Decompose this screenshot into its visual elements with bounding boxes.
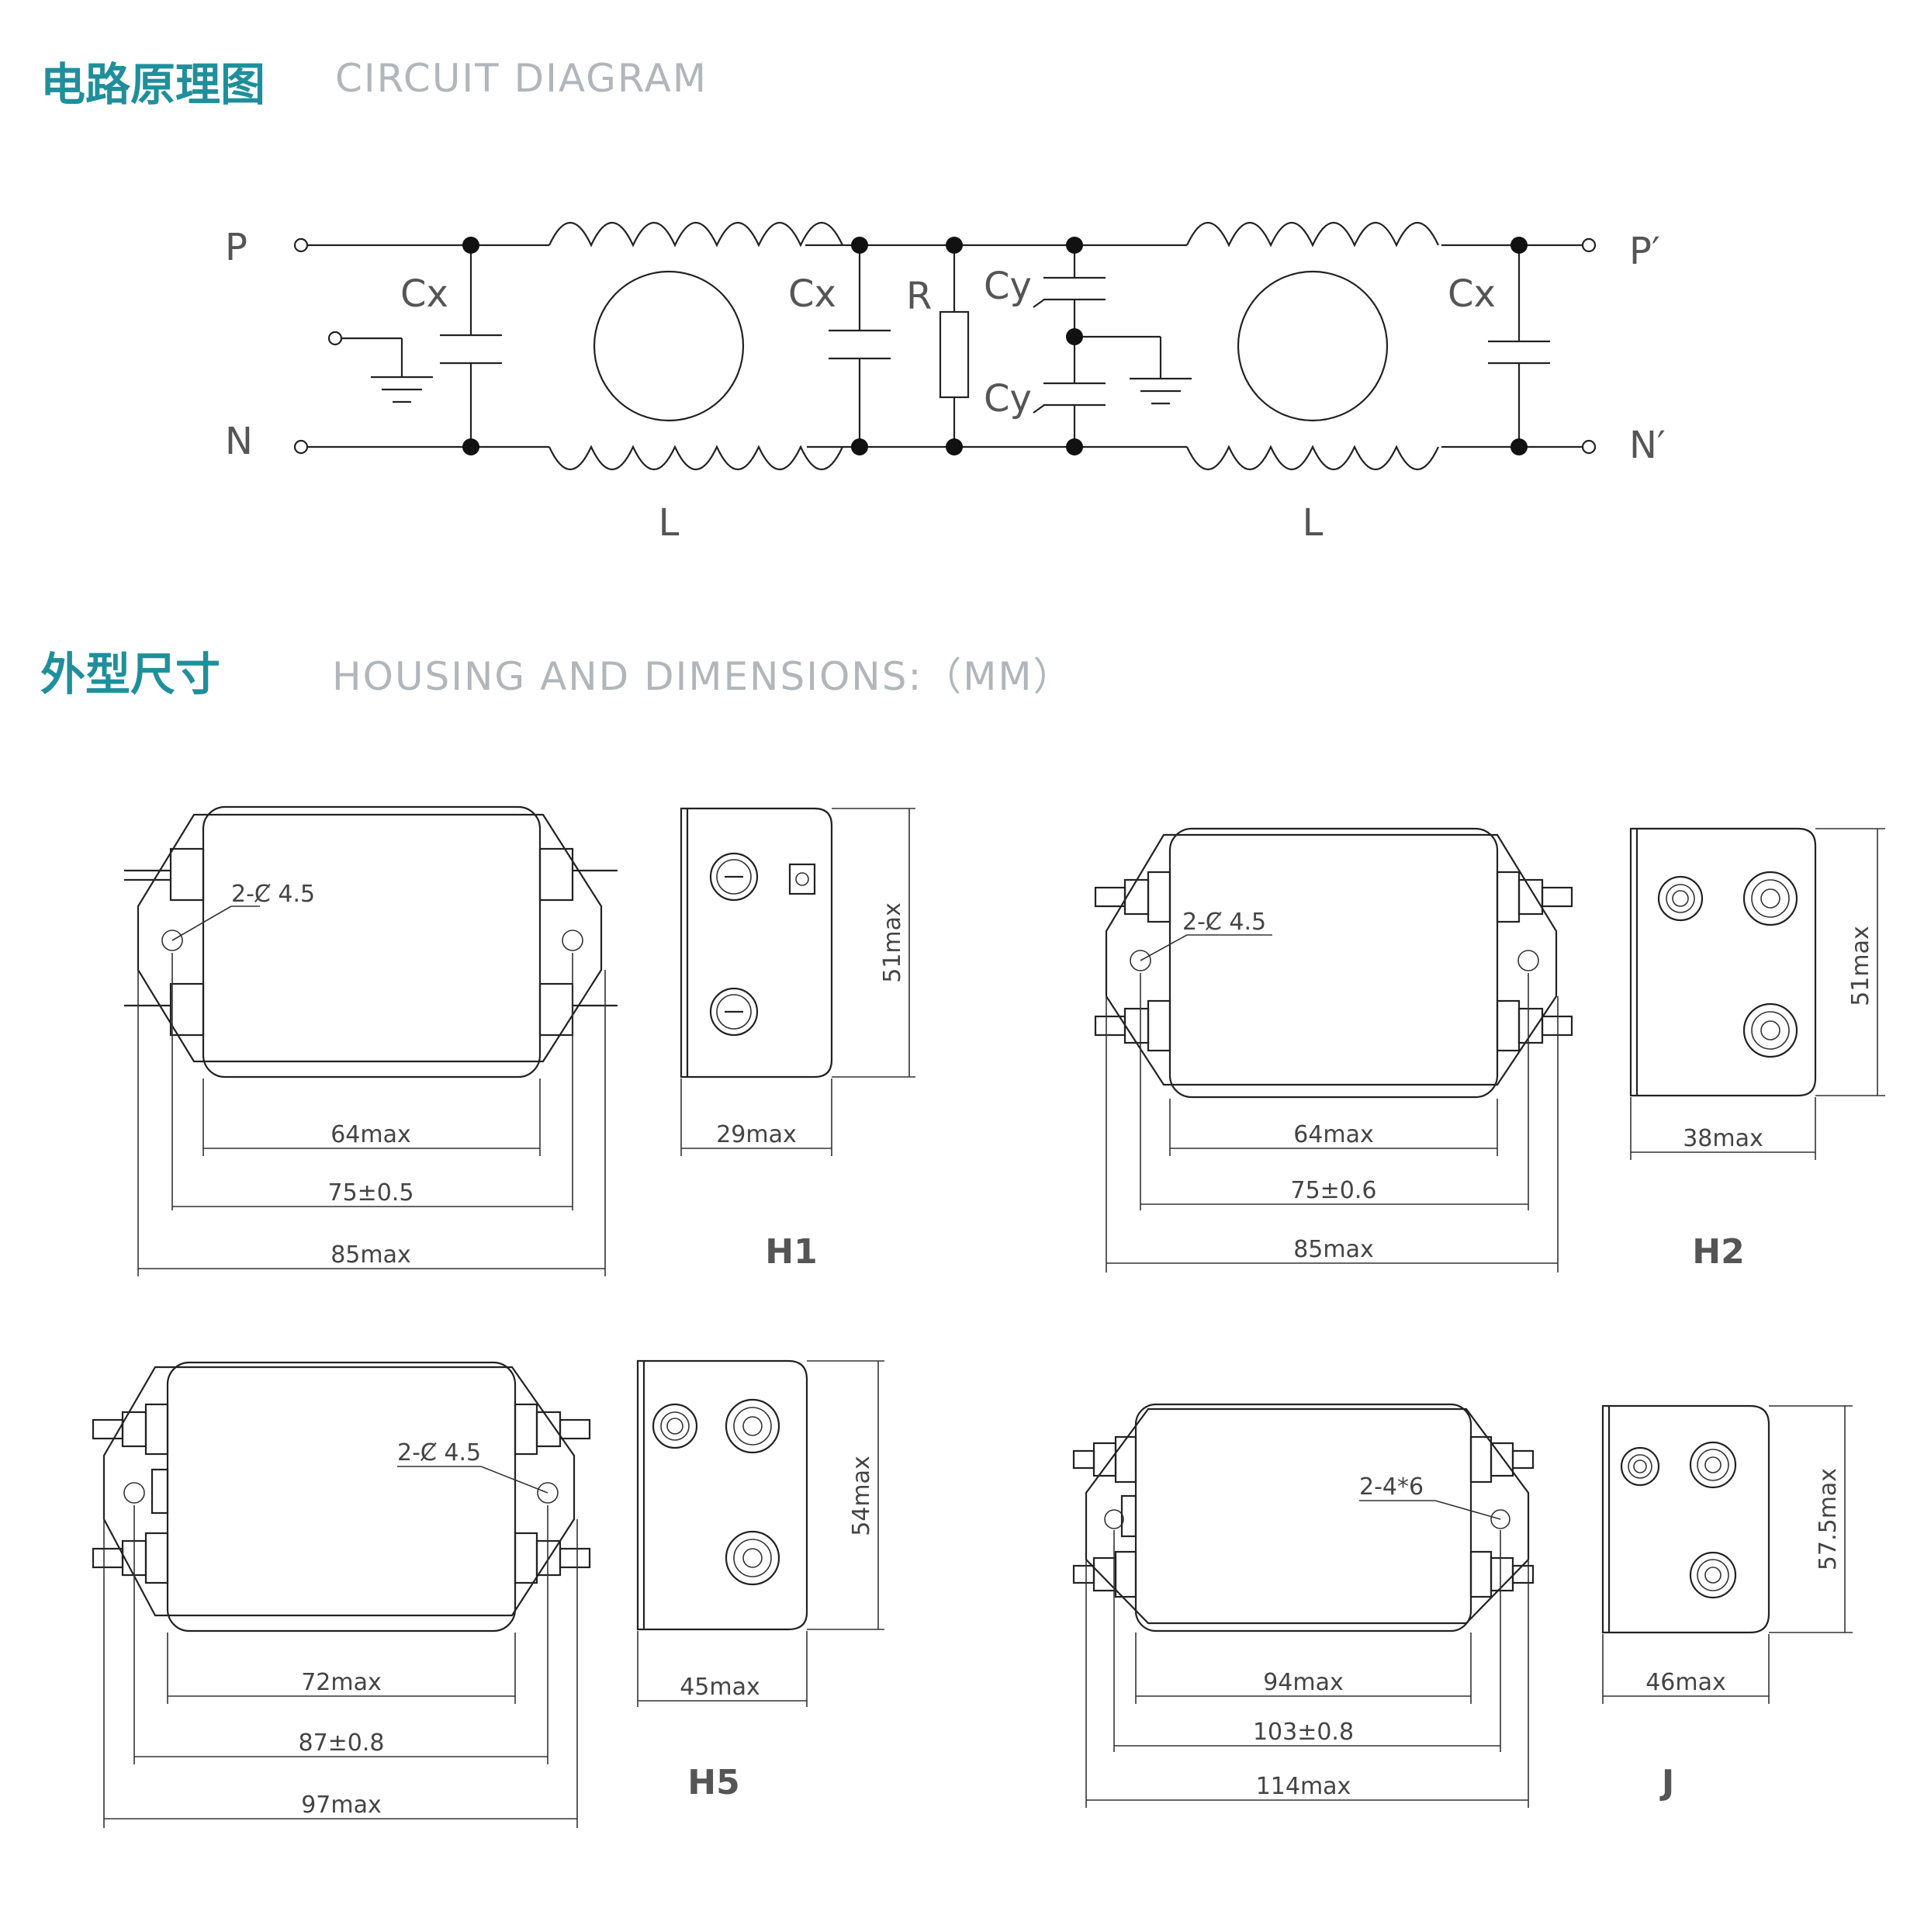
terminal-p-label: P <box>225 226 247 269</box>
h1-inner-dim: 64max <box>330 1121 411 1148</box>
terminal-n-label: N <box>225 420 253 463</box>
h1-pitch-dim: 75±0.5 <box>327 1179 414 1207</box>
j-depth-dim: 46max <box>1645 1669 1726 1696</box>
circuit-title-en: CIRCUIT DIAGRAM <box>335 56 708 101</box>
cy-2-label: Cy <box>984 377 1032 421</box>
terminal-n-out-label: N′ <box>1629 424 1666 467</box>
h5-inner-dim: 72max <box>301 1669 382 1696</box>
capacitor-cx-3 <box>1488 245 1550 447</box>
core-2 <box>1237 270 1389 422</box>
capacitor-cx-1 <box>440 245 502 447</box>
h2-inner-dim: 64max <box>1293 1121 1374 1148</box>
r-label: R <box>906 275 932 318</box>
cx-2-label: Cx <box>788 272 836 316</box>
h2-hole-label: 2-Ȼ 4.5 <box>1182 909 1266 936</box>
inductor-1-label: L <box>659 501 680 545</box>
drawing-j: 2-4*6 94max 103±0.8 114max 57.5max 46max… <box>1072 1403 1853 1808</box>
cy-1-label: Cy <box>984 265 1032 308</box>
terminal-p-out-label: P′ <box>1629 230 1660 273</box>
h5-model-label: H5 <box>687 1763 739 1802</box>
drawing-h5: 2-Ȼ 4.5 72max 87±0.8 97max 54max 45max H… <box>92 1359 884 1828</box>
inductor-1-bottom <box>548 445 843 470</box>
resistor <box>939 245 970 447</box>
h1-hole-label: 2-Ȼ 4.5 <box>231 881 315 908</box>
h2-outer-dim: 85max <box>1293 1236 1374 1263</box>
j-height-dim: 57.5max <box>1815 1468 1842 1570</box>
capacitor-cy-pair <box>1033 245 1192 447</box>
drawing-h2: 2-Ȼ 4.5 64max 75±0.6 85max 51max 38max H… <box>1094 827 1885 1272</box>
circuit-diagram: P N P′ N′ L L <box>225 222 1666 545</box>
h1-outer-dim: 85max <box>330 1241 411 1269</box>
h2-depth-dim: 38max <box>1683 1125 1763 1152</box>
circuit-title-cn: 电路原理图 <box>40 58 266 111</box>
ground-1 <box>341 337 433 403</box>
j-outer-dim: 114max <box>1256 1773 1351 1800</box>
capacitor-cx-2 <box>829 245 891 447</box>
terminal-p <box>293 237 309 253</box>
h5-pitch-dim: 87±0.8 <box>298 1729 384 1757</box>
housing-title-en: HOUSING AND DIMENSIONS:（MM） <box>332 654 1074 699</box>
j-model-label: J <box>1659 1763 1674 1802</box>
inductor-2-label: L <box>1303 501 1324 545</box>
terminal-p-out <box>1581 237 1597 253</box>
h5-height-dim: 54max <box>848 1456 875 1536</box>
h2-model-label: H2 <box>1692 1232 1744 1272</box>
h5-outer-dim: 97max <box>301 1792 382 1819</box>
inductor-2-bottom <box>1186 445 1439 470</box>
inductor-2-top <box>1186 222 1439 248</box>
core-1 <box>593 270 745 422</box>
h5-depth-dim: 45max <box>680 1674 760 1701</box>
drawing-h1: 2-Ȼ 4.5 64max 75±0.5 85max 51max 29max H… <box>124 805 915 1276</box>
j-hole-label: 2-4*6 <box>1359 1473 1424 1501</box>
j-inner-dim: 94max <box>1263 1669 1344 1696</box>
terminal-n <box>293 439 309 455</box>
j-pitch-dim: 103±0.8 <box>1253 1719 1354 1746</box>
h5-hole-label: 2-Ȼ 4.5 <box>397 1439 481 1466</box>
cx-3-label: Cx <box>1448 272 1496 316</box>
cx-1-label: Cx <box>400 272 448 316</box>
housing-title-cn: 外型尺寸 <box>40 648 221 701</box>
h2-height-dim: 51max <box>1847 926 1874 1006</box>
h1-height-dim: 51max <box>879 902 906 983</box>
terminal-n-out <box>1581 439 1597 455</box>
inductor-1-top <box>548 222 843 248</box>
h1-depth-dim: 29max <box>716 1121 797 1148</box>
terminal-ground <box>327 331 343 346</box>
h2-pitch-dim: 75±0.6 <box>1290 1177 1376 1204</box>
h1-model-label: H1 <box>765 1232 817 1272</box>
